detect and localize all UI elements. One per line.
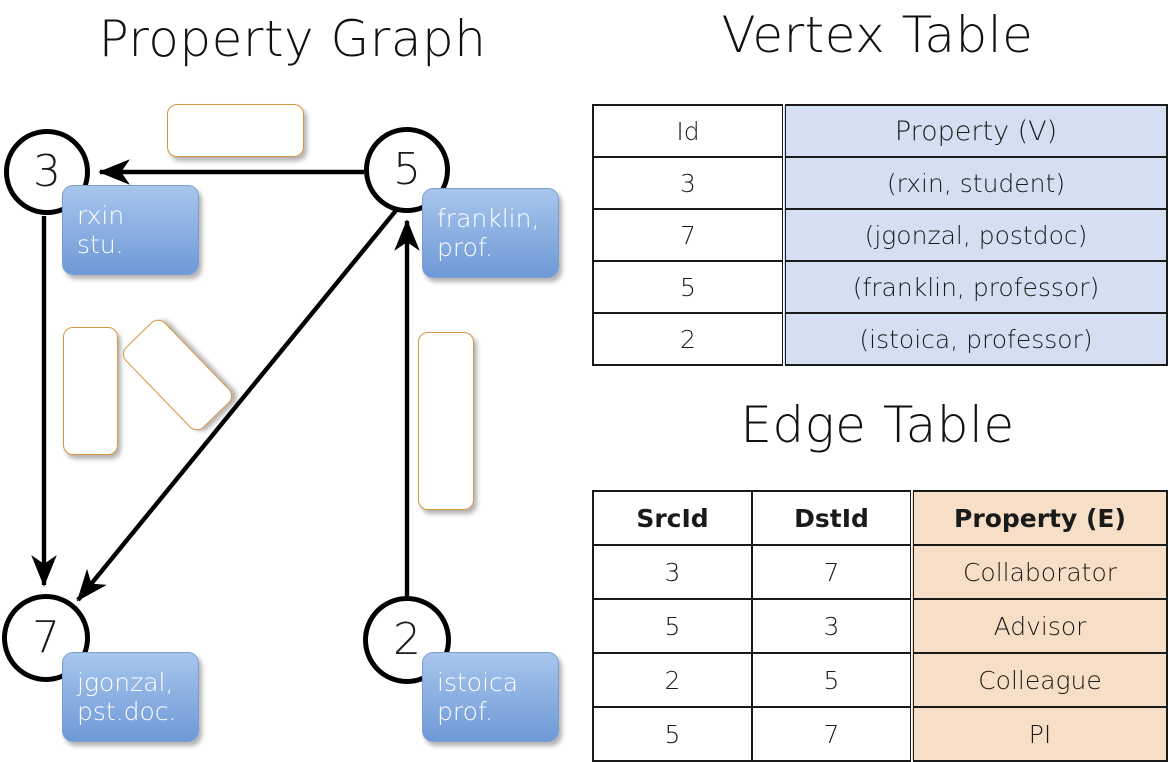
edge-cell-srcid: 5 [592,706,753,762]
vertex-table-header-row: Id Property (V) [592,104,1168,158]
vertex-property-line: rxin [77,200,125,230]
colleague-label: Colleague [418,332,474,510]
edge-header-srcid: SrcId [592,490,753,546]
edge-5-to-7 [76,206,400,602]
vertex-cell-property: (jgonzal, postdoc) [782,208,1168,262]
edge-cell-property: Colleague [910,652,1168,708]
edge-label-text: PI [158,356,197,394]
vertex-property-line: pst.doc. [77,697,177,726]
vertex-cell-id: 3 [592,156,785,210]
vertex-property-line: prof. [437,233,493,262]
advisor-label: Advisor [167,104,304,157]
graph-node-label: 7 [32,612,60,663]
vertex-header-id: Id [592,104,785,158]
vertex-table-row: 5(franklin, professor) [592,260,1168,314]
graph-node-label: 3 [33,146,61,197]
edge-cell-dstid: 3 [751,598,913,654]
edge-cell-property: PI [910,706,1168,762]
edge-table-header-row: SrcId DstId Property (E) [592,490,1168,546]
graph-node-label: 2 [393,614,421,665]
vertex-table-row: 7(jgonzal, postdoc) [592,208,1168,262]
vertex-table: Id Property (V) 3(rxin, student)7(jgonza… [592,104,1168,366]
vertex-cell-property: (franklin, professor) [782,260,1168,314]
edge-cell-property: Advisor [910,598,1168,654]
edge-cell-dstid: 5 [751,652,913,708]
edge-label-text: Colleague [431,356,462,486]
graph-node-2[interactable]: 2 [363,596,451,684]
edge-table-title: Edge Table [740,396,1015,454]
edge-cell-srcid: 5 [592,598,753,654]
page-title-property-graph: Property Graph [98,10,487,68]
edge-header-dstid: DstId [751,490,913,546]
edge-cell-dstid: 7 [751,544,913,600]
vertex-cell-id: 2 [592,312,785,366]
vertex-cell-id: 7 [592,208,785,262]
vertex-table-row: 2(istoica, professor) [592,312,1168,366]
vertex-table-row: 3(rxin, student) [592,156,1168,210]
vertex-property-line: jgonzal, [77,667,174,697]
edge-label-text: Collab. [75,346,106,436]
edge-cell-property: Collaborator [910,544,1168,600]
vertex-cell-id: 5 [592,260,785,314]
vertex-property-line: franklin, [437,203,540,233]
graph-node-5[interactable]: 5 [364,127,450,213]
vertex-property-line: prof. [437,697,493,726]
vertex-property-line: istoica [437,667,519,697]
vertex-table-title: Vertex Table [721,6,1034,64]
vertex-cell-property: (rxin, student) [782,156,1168,210]
edge-cell-srcid: 3 [592,544,753,600]
vertex-cell-property: (istoica, professor) [782,312,1168,366]
vertex-property-line: stu. [77,230,124,259]
collab-label: Collab. [63,327,118,455]
graph-edges-layer [31,159,420,602]
vertex-property-bubble-7: jgonzal,pst.doc. [62,652,199,742]
edge-label-text: Advisor [187,115,284,146]
vertex-header-property: Property (V) [782,104,1168,158]
edge-cell-dstid: 7 [751,706,913,762]
graph-node-label: 5 [393,144,421,195]
edge-cell-srcid: 2 [592,652,753,708]
edge-header-property: Property (E) [910,490,1168,546]
vertex-property-bubble-5: franklin,prof. [422,188,559,278]
